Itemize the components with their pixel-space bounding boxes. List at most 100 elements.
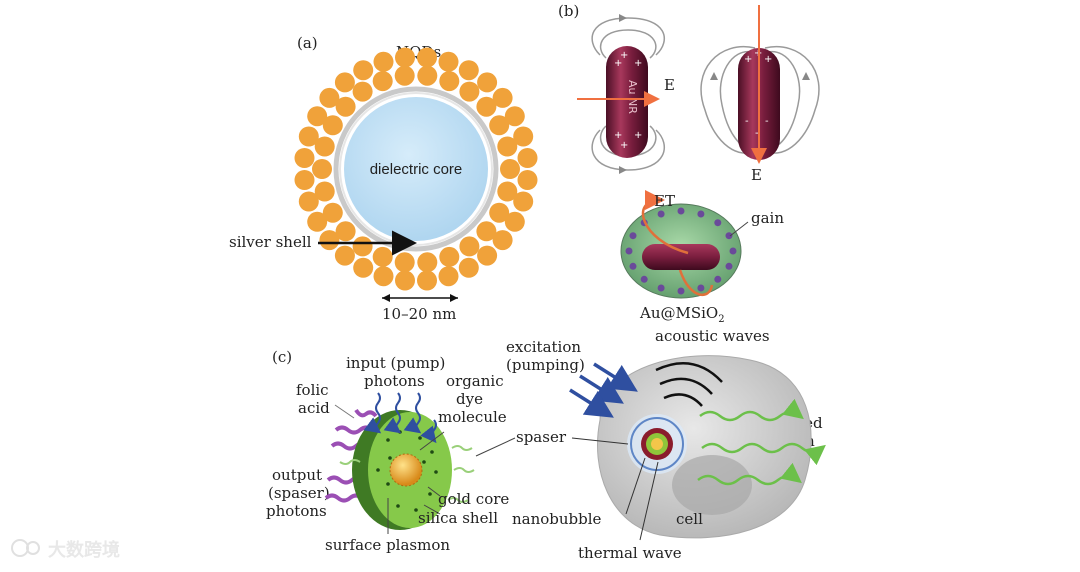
nanocrystal-quantum-dot [307, 106, 328, 127]
nanocrystal-quantum-dot [373, 51, 394, 72]
nanocrystal-quantum-dot [438, 266, 459, 287]
dye-molecules [376, 430, 438, 512]
stimulated-emission-waves [697, 398, 826, 486]
gain-molecule [640, 275, 648, 283]
gain-molecule [677, 207, 685, 215]
e-label-vertical: E [751, 166, 762, 184]
nanocrystal-quantum-dot [500, 159, 520, 179]
gain-label: gain [751, 209, 784, 227]
silica-shell-label: silica shell [418, 509, 498, 527]
nanocrystal-quantum-dot [489, 202, 510, 223]
nanocrystal-quantum-dot [319, 230, 340, 251]
dye-molecule [428, 492, 432, 496]
nanocrystal-quantum-dot [373, 266, 394, 287]
svg-text:+: + [634, 58, 642, 69]
output-photons-label-2: (spaser) [268, 484, 330, 502]
dye-molecule [422, 460, 426, 464]
input-photons-label-2: photons [364, 372, 425, 390]
input-photon-waves [363, 392, 437, 444]
gain-molecule [657, 210, 665, 218]
dye-molecule [414, 508, 418, 512]
organic-dye-label-1: organic [446, 372, 504, 390]
cell-pointers [571, 437, 659, 541]
excitation-label-1: excitation [506, 338, 581, 356]
nanocrystal-quantum-dot [372, 246, 393, 267]
nanocrystal-quantum-dot [312, 159, 332, 179]
nanocrystal-quantum-dot [497, 136, 518, 157]
gain-molecule [714, 219, 722, 227]
nanocrystal-quantum-dot [504, 211, 525, 232]
panel-a-tag: (a) [297, 34, 318, 52]
panel-b: (b) Au NR ++ ++ ++ E [558, 2, 820, 325]
nanocrystal-quantum-dot [438, 51, 459, 72]
folic-acid-label-2: acid [298, 399, 330, 417]
field-arrow-bottom [619, 166, 627, 174]
organic-dye-label-3: molecule [438, 408, 507, 426]
organic-dye-label-2: dye [456, 390, 483, 408]
svg-text:+: + [764, 54, 772, 65]
gain-pointer [729, 221, 749, 237]
gain-molecule [629, 232, 637, 240]
field-arrow-top [619, 14, 627, 22]
nanocrystal-quantum-dot [492, 230, 513, 251]
nanocrystal-quantum-dot [477, 245, 498, 266]
gain-molecules [625, 207, 737, 295]
nanocrystal-quantum-dot [504, 106, 525, 127]
nanocrystal-quantum-dot [476, 96, 497, 117]
svg-text:-: - [745, 116, 749, 127]
cell-nucleus [672, 455, 752, 515]
e-label-horizontal: E [664, 76, 675, 94]
field-arrow-left [710, 72, 718, 80]
nanocrystal-quantum-dot [394, 252, 415, 273]
output-photons-label-3: photons [266, 502, 327, 520]
gold-nanorod-left [606, 46, 648, 158]
dye-molecule [386, 482, 390, 486]
panel-b-tag: (b) [558, 2, 579, 20]
nanocrystal-quantum-dot [394, 65, 415, 86]
panel-c-tag: (c) [272, 348, 292, 366]
nanocrystal-quantum-dot [513, 126, 534, 147]
scale-bar-left-head [382, 294, 390, 302]
acoustic-waves-label: acoustic waves [655, 327, 770, 345]
silver-shell-label: silver shell [229, 233, 312, 251]
watermark: 大数跨境 [11, 539, 120, 561]
charge-signs-left: ++ ++ ++ [614, 50, 642, 151]
scale-bar-right-head [450, 294, 458, 302]
excitation-label-2: (pumping) [506, 356, 585, 374]
excitation-arrows [569, 362, 638, 418]
gain-molecule [697, 284, 705, 292]
panel-c-left: (c) input (pump) photons folic acid orga… [266, 348, 516, 554]
nqd-ring [294, 47, 538, 291]
nanocrystal-quantum-dot [322, 202, 343, 223]
scale-label: 10–20 nm [382, 305, 456, 323]
nanocrystal-quantum-dot [353, 257, 374, 278]
nanocrystal-quantum-dot [395, 270, 415, 291]
svg-text:+: + [614, 58, 622, 69]
folic-acid-label-1: folic [296, 381, 329, 399]
panel-a: (a) NQDs dielectric core silver shell 10… [229, 34, 538, 323]
nanocrystal-quantum-dot [298, 191, 319, 212]
nanocrystal-quantum-dot [352, 236, 373, 257]
svg-text:-: - [755, 128, 759, 139]
nanocrystal-quantum-dot [335, 221, 356, 242]
nanocrystal-quantum-dot [417, 65, 438, 86]
energy-transfer-arrow-bottom [678, 269, 714, 297]
spaser-particle-core [651, 438, 663, 450]
panel-c-pointers [387, 431, 516, 534]
nanocrystal-quantum-dot [334, 72, 355, 93]
gain-molecule [625, 247, 633, 255]
nanocrystal-quantum-dot [517, 170, 538, 190]
nanocrystal-quantum-dot [307, 211, 328, 232]
nanocrystal-quantum-dot [417, 252, 438, 273]
svg-text:+: + [614, 130, 622, 141]
dye-molecule [386, 438, 390, 442]
energy-transfer-arrow-top [641, 190, 689, 255]
gain-molecule [714, 275, 722, 283]
nanocrystal-quantum-dot [335, 96, 356, 117]
nanocrystal-quantum-dot [352, 81, 373, 102]
nanocrystal-quantum-dot [459, 236, 480, 257]
gain-molecule [697, 210, 705, 218]
gain-molecule [725, 232, 733, 240]
nanocrystal-quantum-dot [353, 60, 374, 81]
